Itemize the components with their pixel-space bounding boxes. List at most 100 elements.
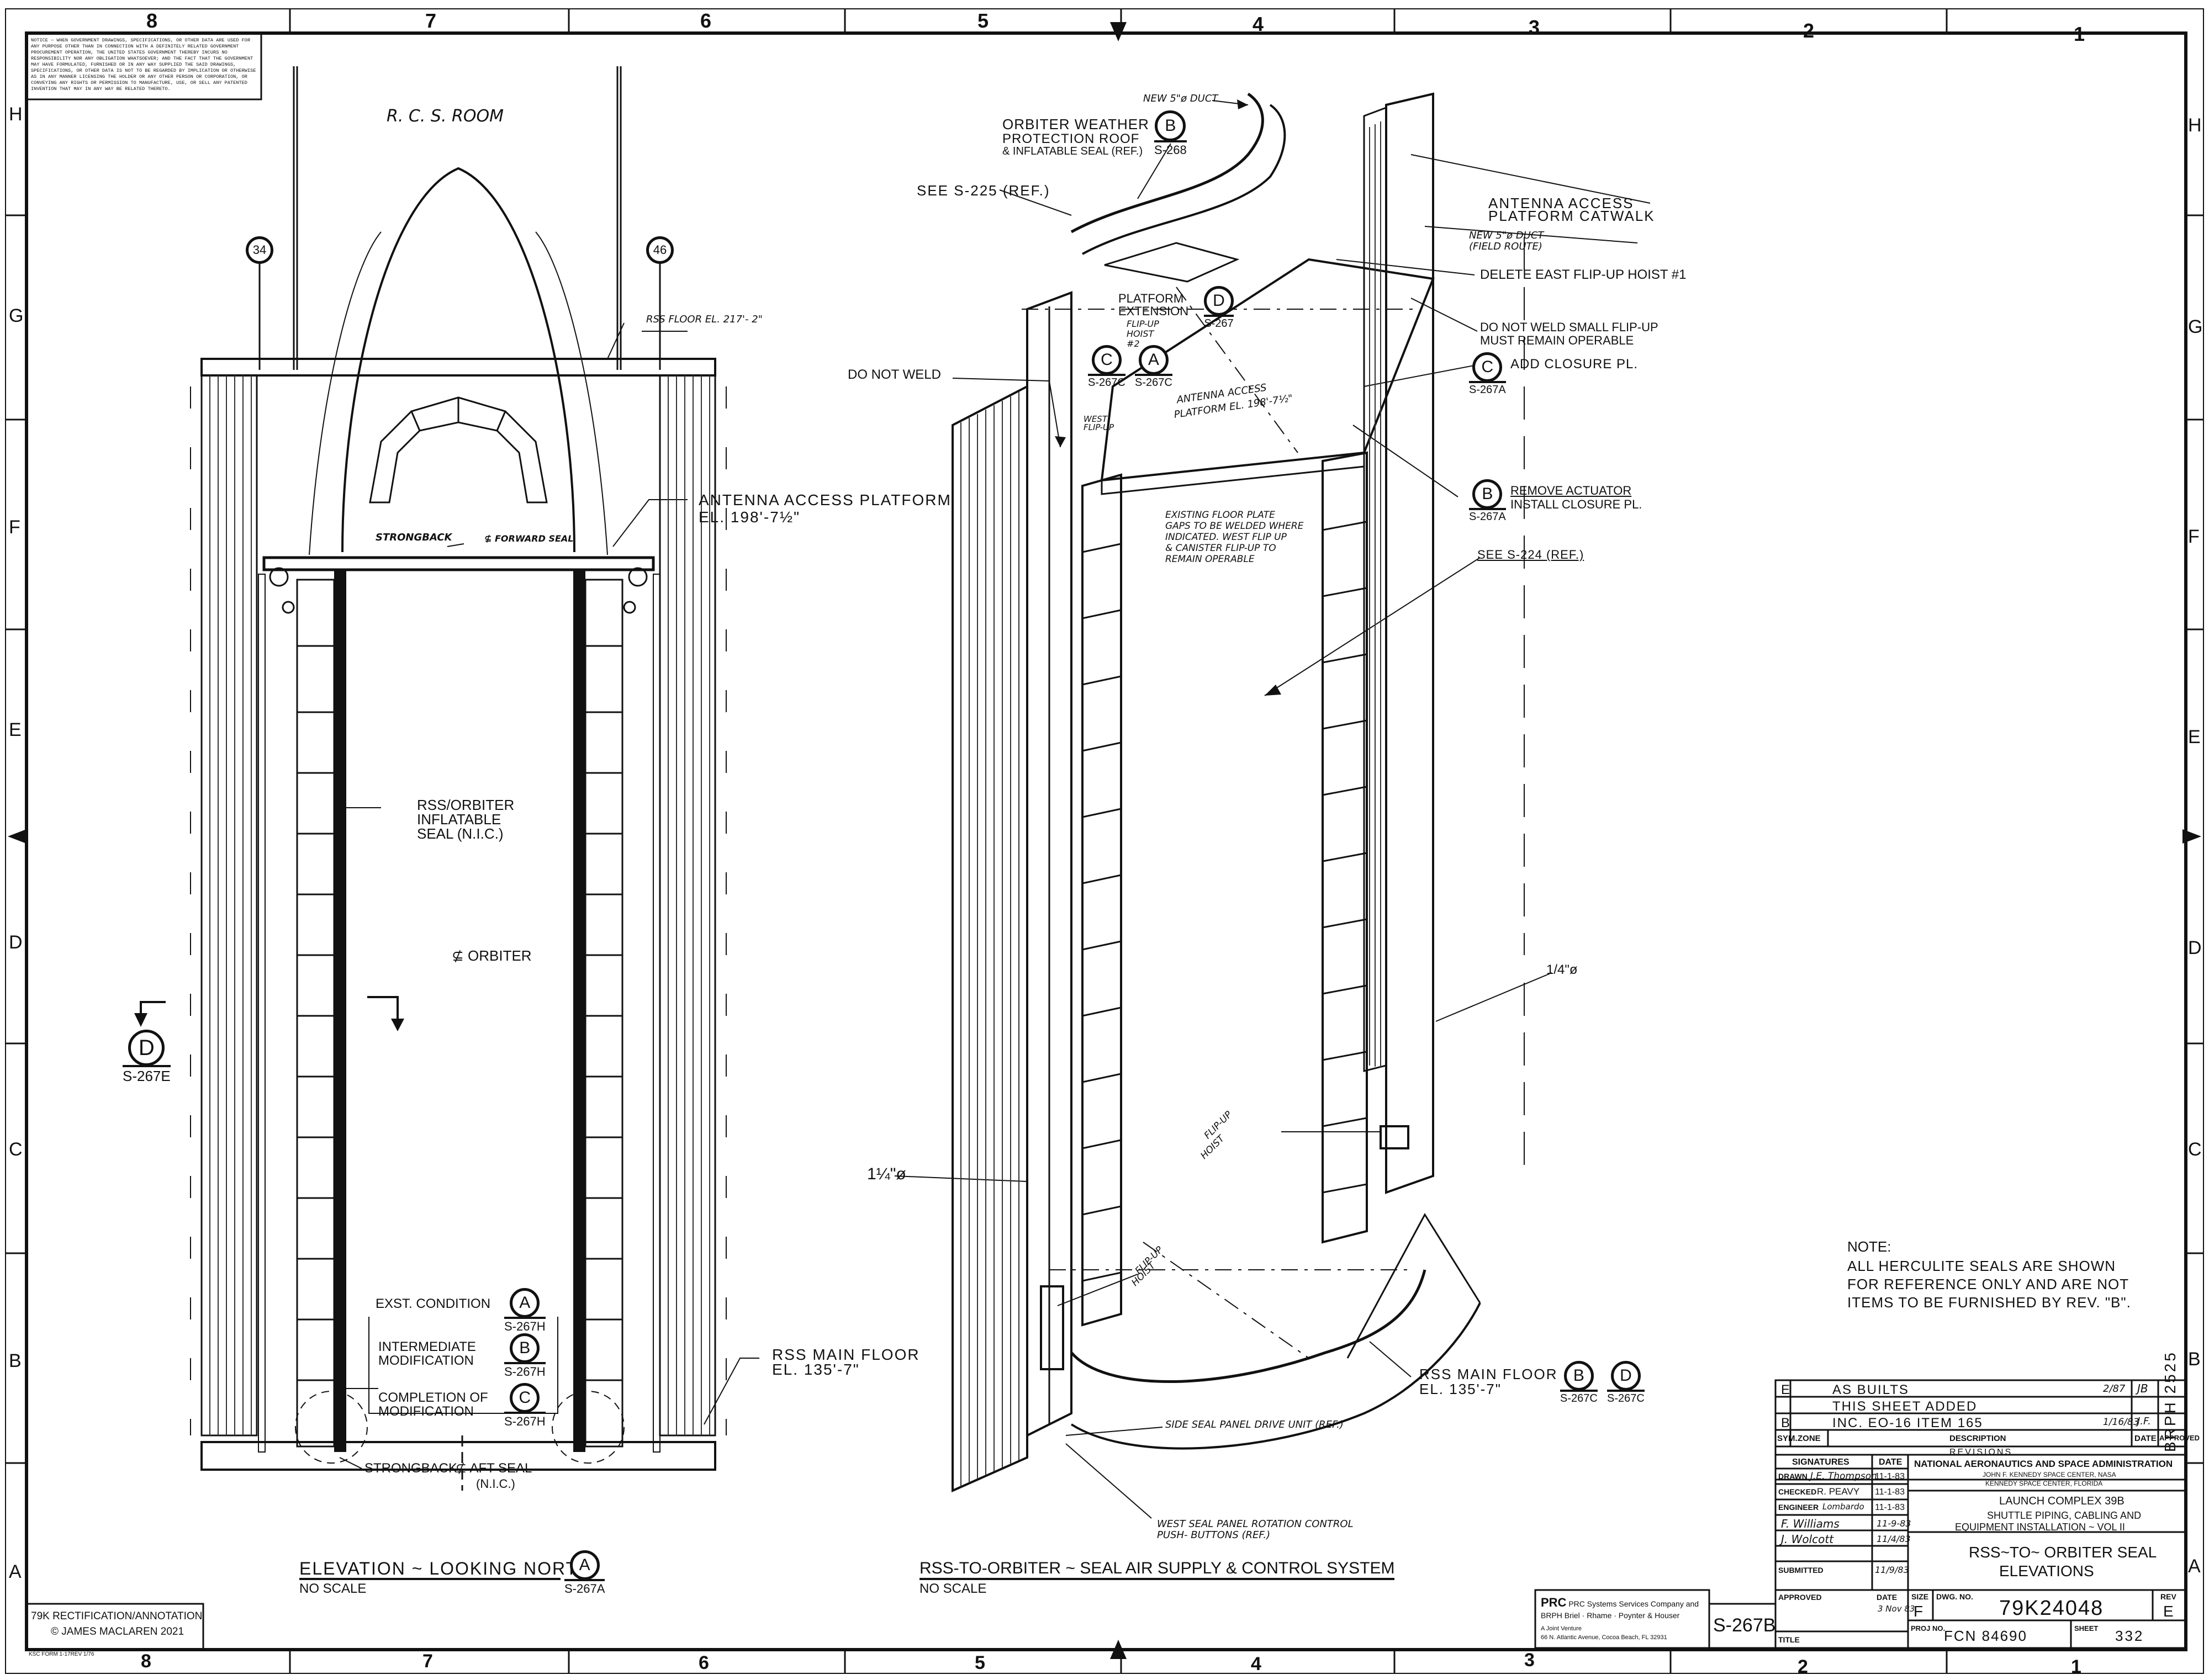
row-label-D: D: [9, 932, 23, 953]
left-view-scale: NO SCALE: [299, 1581, 367, 1596]
project-line-2: SHUTTLE PIPING, CABLING AND: [1987, 1510, 2142, 1521]
rev-header-sym: SYM.: [1777, 1434, 1798, 1443]
size-label: SIZE: [1911, 1592, 1929, 1601]
sheet-reference: S-267B: [1713, 1615, 1776, 1636]
iso-ref-d-letter: D: [1610, 1361, 1641, 1391]
note-line-1: ALL HERCULITE SEALS ARE SHOWN: [1847, 1258, 2116, 1274]
rss-floor-label: RSS FLOOR EL. 217'- 2": [646, 314, 763, 325]
annotation-line-2: © JAMES MACLAREN 2021: [51, 1626, 184, 1637]
iso-ref-d-sheet: S-267C: [1607, 1390, 1645, 1405]
engineer-name: Lombardo: [1822, 1502, 1864, 1512]
row-label-A-right: A: [2188, 1556, 2201, 1577]
row-label-B-right: B: [2188, 1349, 2201, 1370]
rev-row-b-date: 1/16/83: [2103, 1417, 2139, 1428]
checked-date: 11-1-83: [1875, 1487, 1905, 1497]
signatures-date-header: DATE: [1879, 1458, 1903, 1467]
signatures-header: SIGNATURES: [1792, 1458, 1849, 1467]
contractor-line-4: 66 N. Atlantic Avenue, Cocoa Beach, FL 3…: [1541, 1634, 1667, 1641]
drawing-title-2: ELEVATIONS: [1999, 1562, 2094, 1580]
col-label-bottom-5: 5: [975, 1652, 985, 1673]
checked-name: R. PEAVY: [1817, 1486, 1860, 1497]
right-view-scale: NO SCALE: [919, 1581, 987, 1596]
drawn-label: DRAWN: [1778, 1472, 1808, 1481]
platform-extension-ref-sheet: S-267: [1204, 315, 1234, 330]
rev-row-b-sym: B: [1781, 1416, 1790, 1430]
drawn-name: J.E. Thompson: [1810, 1471, 1877, 1482]
annotation-line-1: 79K RECTIFICATION/ANNOTATION: [31, 1610, 203, 1622]
centering-arrows: [8, 22, 2201, 1659]
exst-condition-label: EXST. CONDITION: [376, 1296, 491, 1311]
contractor-line-1: PRC PRC Systems Services Company and: [1541, 1596, 1699, 1609]
col-label-bottom-4: 4: [1251, 1653, 1261, 1674]
remove-actuator-label: REMOVE ACTUATOR: [1510, 484, 1632, 497]
title-block-lines: [25, 32, 2187, 1651]
contractor-line-2: BRPH Briel · Rhame · Poynter & Houser: [1541, 1611, 1680, 1620]
rev-header-zone: ZONE: [1798, 1434, 1821, 1443]
rcs-room-label: R. C. S. ROOM: [387, 107, 504, 126]
sheet-value: 332: [2115, 1628, 2144, 1644]
platform-extension-ref: D S-267: [1204, 286, 1234, 330]
ref-c-267c-bubble: C S-267C: [1088, 345, 1125, 389]
weather-roof-ref-sheet: S-268: [1154, 140, 1187, 157]
note-line-3: ITEMS TO BE FURNISHED BY REV. "B".: [1847, 1294, 2131, 1311]
do-not-weld-small-label-2: MUST REMAIN OPERABLE: [1480, 333, 1634, 347]
install-closure-label: INSTALL CLOSURE PL.: [1510, 497, 1642, 511]
left-elevation-linework: [134, 66, 759, 1580]
right-panel-dividers: [1082, 521, 1367, 1282]
approved-label: APPROVED: [1778, 1593, 1822, 1602]
left-view-title-ref: A S-267A: [564, 1550, 605, 1596]
submitted-date: 11/9/83: [1875, 1565, 1909, 1575]
new-duct-label-right: NEW 5"ø DUCT: [1469, 230, 1544, 241]
government-notice: NOTICE — WHEN GOVERNMENT DRAWINGS, SPECI…: [31, 38, 256, 92]
main-floor-label-1: RSS MAIN FLOOR: [772, 1346, 920, 1363]
inflatable-seal-label-3: SEAL (N.I.C.): [417, 825, 504, 842]
ref-b-letter: B: [510, 1333, 540, 1363]
row-label-E-right: E: [2188, 727, 2201, 748]
left-seal-panel-divisions: [297, 645, 622, 1381]
ref-b-bubble: B S-267H: [504, 1333, 546, 1379]
strongback-bottom-label: STRONGBACK: [364, 1461, 458, 1476]
platform-extension-label-1: PLATFORM: [1118, 292, 1184, 305]
rev-row-b-desc: INC. EO-16 ITEM 165: [1832, 1416, 1983, 1430]
signature-4-name: F. Williams: [1781, 1517, 1840, 1530]
rev-row-b-approved: J.F.: [2137, 1416, 2151, 1427]
checked-label: CHECKED: [1778, 1487, 1817, 1496]
col-label-bottom-1: 1: [2071, 1656, 2081, 1677]
col-label-bottom-8: 8: [141, 1651, 151, 1672]
section-cut-d: D S-267E: [123, 1030, 171, 1085]
row-label-F-right: F: [2188, 526, 2200, 547]
one-quarter-inch-label: 1¼"ø: [867, 1165, 906, 1183]
weather-roof-ref: B S-268: [1154, 110, 1187, 157]
center-line-1: JOHN F. KENNEDY SPACE CENTER, NASA: [1983, 1471, 2116, 1478]
col-label-top-4: 4: [1253, 13, 1264, 35]
rev-header-approved: APPROVED: [2159, 1434, 2200, 1442]
center-line-2: KENNEDY SPACE CENTER, FLORIDA: [1985, 1480, 2103, 1487]
ref-a-letter: A: [510, 1288, 540, 1318]
arrowheads: [1055, 99, 1281, 696]
engineer-label: ENGINEER: [1778, 1503, 1819, 1512]
submitted-label: SUBMITTED: [1778, 1566, 1824, 1575]
existing-floor-label-5: REMAIN OPERABLE: [1165, 554, 1255, 565]
section-letter: D: [128, 1030, 165, 1066]
nic-label: (N.I.C.): [476, 1477, 515, 1491]
rev-row-e-date: 2/87: [2103, 1383, 2126, 1395]
intermediate-label-1: INTERMEDIATE: [378, 1339, 476, 1354]
add-closure-label: ADD CLOSURE PL.: [1510, 357, 1639, 372]
vertical-code: BRPH 2525: [2162, 1350, 2179, 1452]
rev-header-date: DATE: [2134, 1434, 2157, 1443]
col-label-top-1: 1: [2074, 23, 2085, 45]
do-not-weld-label: DO NOT WELD: [848, 367, 941, 382]
rev-value: E: [2163, 1603, 2174, 1620]
field-route-label: (FIELD ROUTE): [1469, 241, 1542, 252]
drawing-title-1: RSS~TO~ ORBITER SEAL: [1969, 1544, 2157, 1561]
col-label-bottom-6: 6: [699, 1652, 709, 1673]
rev-label: REV: [2160, 1592, 2176, 1601]
add-closure-ref: C S-267A: [1469, 352, 1506, 396]
inflatable-seal-label-2: INFLATABLE: [417, 811, 501, 828]
weather-roof-label-3: & INFLATABLE SEAL (REF.): [1002, 145, 1143, 157]
completion-label-2: MODIFICATION: [378, 1404, 474, 1419]
ref-a-sheet: S-267H: [504, 1317, 546, 1334]
ref-b-sheet: S-267H: [504, 1362, 546, 1379]
existing-floor-label-1: EXISTING FLOOR PLATE: [1165, 510, 1275, 521]
